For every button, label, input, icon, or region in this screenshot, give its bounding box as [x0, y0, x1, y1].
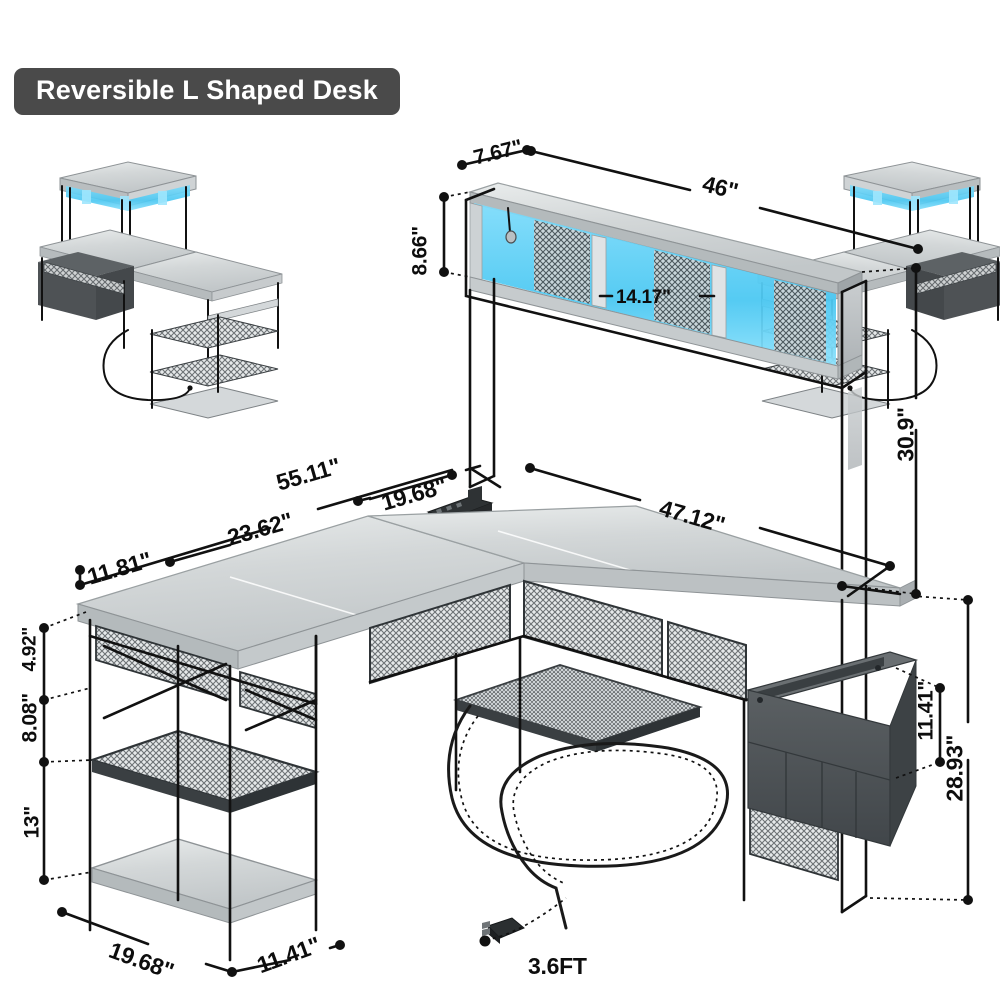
dim-desk-height: 28.93"	[941, 734, 968, 802]
dim-cord-length: 3.6FT	[528, 953, 587, 979]
dimension-lines	[39, 145, 973, 977]
hutch-assembly	[464, 182, 868, 390]
dim-cubby-width: 14.17"	[616, 287, 671, 308]
dim-top-shelf-gap: 4.92"	[19, 627, 41, 672]
dim-hutch-height: 8.66"	[408, 226, 432, 276]
dim-hutch-total-height: 30.9"	[892, 407, 919, 462]
hutch-legs	[468, 277, 868, 602]
dim-bottom-shelf-gap: 13"	[20, 806, 44, 839]
power-cord	[447, 704, 730, 947]
page-title: Reversible L Shaped Desk	[14, 68, 400, 115]
dim-mid-shelf-gap: 8.08"	[18, 693, 42, 743]
side-storage-bag	[745, 651, 919, 847]
thumbnail-left-config	[38, 161, 283, 419]
desk-top	[75, 505, 917, 670]
dim-bag-height: 11.41"	[914, 680, 938, 741]
